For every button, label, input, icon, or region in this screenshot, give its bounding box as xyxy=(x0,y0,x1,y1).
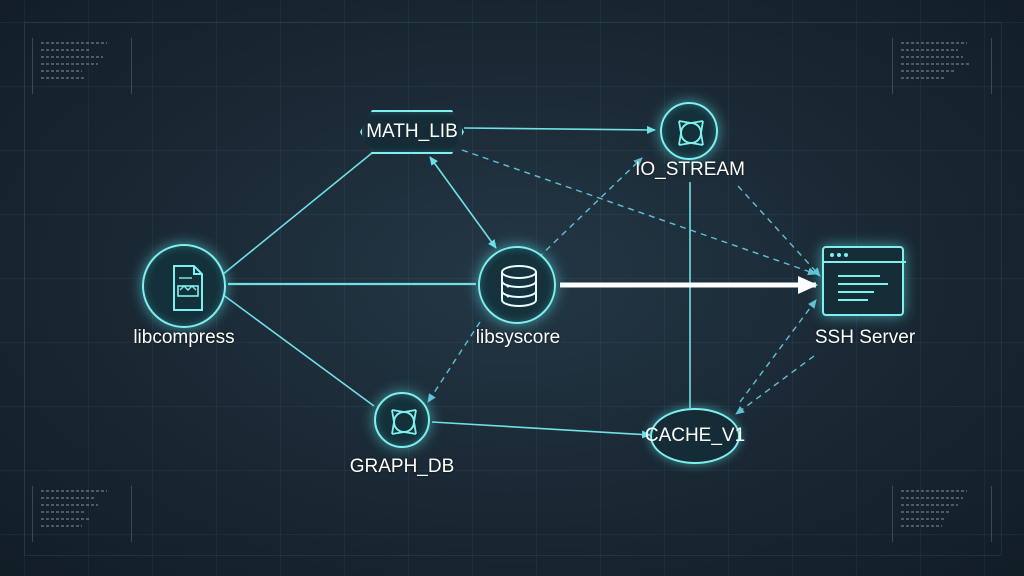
edge-cache-v1-ssh-server xyxy=(739,299,817,403)
node-libcompress[interactable] xyxy=(142,244,226,328)
edge-libcompress-graph-db xyxy=(221,293,375,407)
edge-graph-db-cache-v1 xyxy=(431,421,651,439)
node-math-lib[interactable]: MATH_LIB xyxy=(360,110,464,154)
node-libsyscore[interactable] xyxy=(478,246,556,324)
document-archive-icon xyxy=(173,265,203,311)
corner-text-block-top-right xyxy=(892,38,992,94)
edge-ssh-server-cache-v1 xyxy=(735,355,815,415)
edge-math-lib-io-stream xyxy=(463,125,656,134)
corner-text-block-bottom-right xyxy=(892,486,992,542)
canvas-frame xyxy=(24,22,1002,556)
node-io-stream[interactable] xyxy=(660,102,718,160)
node-libcompress-label: libcompress xyxy=(133,327,235,348)
aperture-icon xyxy=(678,120,704,146)
edge-io-stream-ssh-server xyxy=(737,185,821,277)
node-io-stream-label: IO_STREAM xyxy=(635,159,745,180)
node-libsyscore-label: libsyscore xyxy=(475,327,561,348)
edge-math-lib-ssh-server xyxy=(461,149,817,276)
node-ssh-server[interactable] xyxy=(822,246,906,316)
terminal-window-icon xyxy=(824,253,906,301)
edge-libsyscore-graph-db xyxy=(427,321,481,403)
edge-libcompress-math-lib xyxy=(221,152,373,276)
aperture-icon xyxy=(391,409,417,435)
node-ssh-server-label: SSH Server xyxy=(814,327,916,348)
corner-text-block-top-left xyxy=(32,38,132,94)
corner-text-block-bottom-left xyxy=(32,486,132,542)
edge-libsyscore-io-stream xyxy=(537,157,643,259)
node-graph-db-label: GRAPH_DB xyxy=(349,456,455,477)
node-cache-v1-label: CACHE_V1 xyxy=(644,425,746,446)
node-math-lib-label: MATH_LIB xyxy=(366,121,458,142)
node-graph-db[interactable] xyxy=(374,392,430,448)
node-cache-v1[interactable]: CACHE_V1 xyxy=(645,408,745,464)
database-icon xyxy=(501,265,537,307)
edge-math-lib-libsyscore xyxy=(429,156,497,249)
